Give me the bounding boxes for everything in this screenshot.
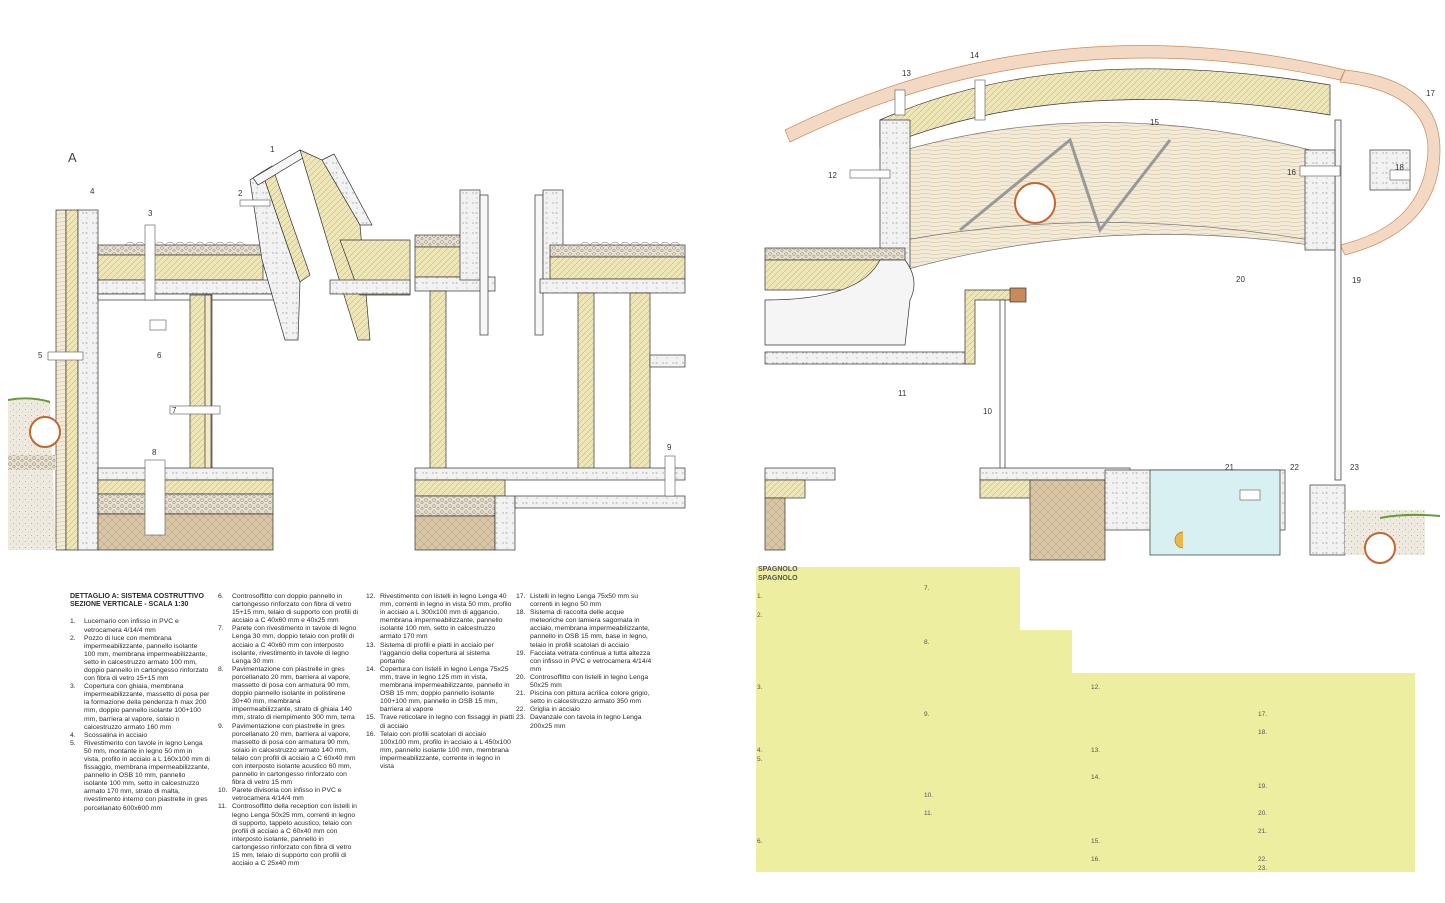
legend-item: 15.Trave reticolare in legno con fissagg… xyxy=(366,714,514,730)
svg-text:21: 21 xyxy=(1225,463,1234,472)
left-section-drawing xyxy=(7,149,686,551)
legend-column-4: 17.Listelli in legno Lenga 75x50 mm su c… xyxy=(516,593,658,731)
svg-text:22: 22 xyxy=(1290,463,1299,472)
legend-item: 18.Sistema di raccolta delle acque meteo… xyxy=(516,609,650,649)
svg-text:1: 1 xyxy=(270,145,275,154)
legend-item: 16.Telaio con profili scatolari di accia… xyxy=(366,730,511,770)
legend-item: 21.Piscina con pittura acrilica colore g… xyxy=(516,690,650,706)
svg-text:19: 19 xyxy=(1352,276,1361,285)
legend-title-line-2: SEZIONE VERTICALE - SCALA 1:30 xyxy=(70,601,189,609)
svg-text:23: 23 xyxy=(1350,463,1359,472)
legend-column-3: 12.Rivestimento con listelli in legno Le… xyxy=(366,593,514,771)
svg-text:16: 16 xyxy=(1287,168,1296,177)
legend-item: 8.Pavimentazione con piastrelle in gres … xyxy=(218,665,355,722)
svg-text:12: 12 xyxy=(828,171,837,180)
legend-column-2: 6.Controsoffitto con doppio pannello in … xyxy=(218,593,360,868)
svg-text:13: 13 xyxy=(902,69,911,78)
detail-letter: A xyxy=(68,150,77,165)
svg-text:14: 14 xyxy=(970,51,979,60)
svg-text:4: 4 xyxy=(90,187,95,196)
legend-item: 20.Controsoffitto con listelli in legno … xyxy=(516,673,649,690)
svg-text:20: 20 xyxy=(1236,275,1245,284)
svg-text:11: 11 xyxy=(898,389,907,398)
svg-text:5: 5 xyxy=(38,351,43,360)
legend-item: 4.Scossalina in acciaio xyxy=(70,731,148,739)
legend-item: 10.Parete divisoria con infisso in PVC e… xyxy=(218,787,342,803)
legend-item: 13.Sistema di profili e piatti in acciai… xyxy=(366,641,494,665)
legend-item: 6.Controsoffitto con doppio pannello in … xyxy=(218,593,359,625)
legend-item: 5.Rivestimento con tavole in legno Lenga… xyxy=(70,739,210,812)
legend-item: 11.Controsoffitto della reception con li… xyxy=(218,803,357,868)
svg-text:8: 8 xyxy=(152,448,157,457)
svg-text:9: 9 xyxy=(667,443,672,452)
callout-labels: A 1 2 3 4 5 6 7 8 9 10 11 12 13 14 15 16… xyxy=(38,51,1435,472)
legend-item: 2.Pozzo di luce con membrana impermeabil… xyxy=(70,634,209,683)
legend-item: 3.Copertura con ghiaia, membrana imperme… xyxy=(70,683,210,731)
legend-item: 19.Facciata vetrata continua a tutta alt… xyxy=(516,649,652,673)
svg-text:18: 18 xyxy=(1395,163,1404,172)
svg-text:3: 3 xyxy=(148,209,153,218)
legend-item: 22.Griglia in acciaio xyxy=(516,706,580,714)
legend-item: 17.Listelli in legno Lenga 75x50 mm su c… xyxy=(516,593,639,609)
translation-heading-1: SPAGNOLO xyxy=(758,566,798,573)
legend-item: 23.Davanzale con tavola in legno Lenga 2… xyxy=(516,714,642,730)
legend-item: 14.Copertura con listelli in legno Lenga… xyxy=(366,665,510,714)
right-section-drawing xyxy=(764,45,1441,564)
legend-item: 12.Rivestimento con listelli in legno Le… xyxy=(366,593,512,641)
svg-text:6: 6 xyxy=(157,351,162,360)
legend-title-line-1: DETTAGLIO A: SISTEMA COSTRUTTIVO xyxy=(70,593,204,600)
svg-text:2: 2 xyxy=(238,189,243,198)
svg-text:7: 7 xyxy=(172,406,177,415)
svg-text:15: 15 xyxy=(1150,118,1159,127)
svg-text:17: 17 xyxy=(1426,89,1435,98)
legend-item: 9.Pavimentazione con piastrelle in gres … xyxy=(218,722,356,787)
legend-item: 7.Parete con rivestimento in tavole di l… xyxy=(218,625,357,665)
legend-item: 1.Lucernario con infisso in PVC e vetroc… xyxy=(70,618,179,634)
svg-text:10: 10 xyxy=(983,407,992,416)
legend-column-1: DETTAGLIO A: SISTEMA COSTRUTTIVO SEZIONE… xyxy=(70,593,210,813)
translation-heading-2: SPAGNOLO xyxy=(758,575,798,582)
